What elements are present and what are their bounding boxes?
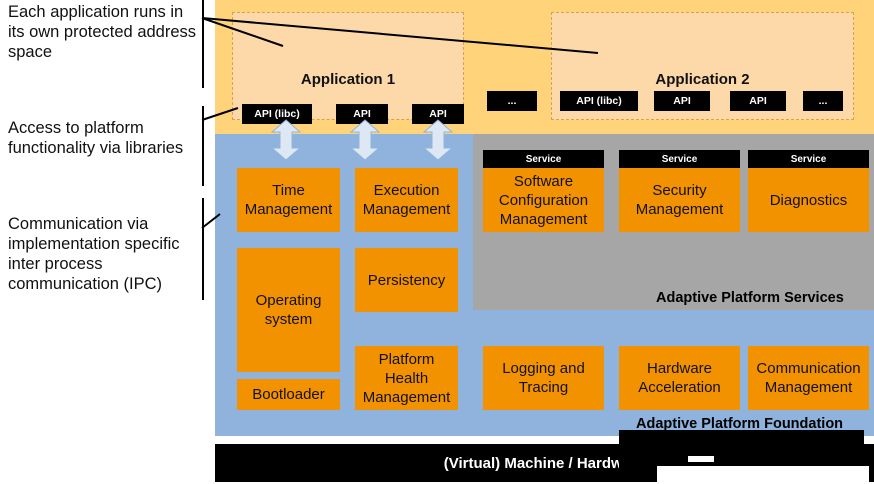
- app2-api-2: API: [654, 91, 710, 111]
- app2-api-libc: API (libc): [560, 91, 638, 111]
- app2-api-more: ...: [803, 91, 843, 111]
- application-1-title: Application 1: [300, 71, 396, 88]
- app1-api-3: API: [412, 104, 464, 124]
- annotation-libraries: Access to platform functionality via lib…: [8, 119, 184, 157]
- application-1-box: Application 1 API (libc) API API: [232, 12, 464, 124]
- module-bootloader: Bootloader: [237, 379, 340, 410]
- module-persistency: Persistency: [355, 248, 458, 312]
- service-software-configuration-management: Software Configuration Management: [483, 168, 604, 232]
- foundation-layer-label: Adaptive Platform Foundation: [636, 416, 844, 432]
- ipc-arrow-3-icon: [422, 119, 454, 161]
- services-layer-label: Adaptive Platform Services: [656, 290, 844, 306]
- overlay-black-block: [619, 430, 864, 468]
- module-platform-health-management: Platform Health Management: [355, 346, 458, 410]
- module-hardware-acceleration: Hardware Acceleration: [619, 346, 740, 410]
- ipc-arrow-2-icon: [349, 119, 381, 161]
- app1-api-2: API: [336, 104, 388, 124]
- hardware-label: (Virtual) Machine / Hardware: [443, 454, 646, 472]
- ipc-arrow-1-icon: [270, 119, 302, 161]
- module-time-management: Time Management: [237, 168, 340, 232]
- module-logging-and-tracing: Logging and Tracing: [483, 346, 604, 410]
- app2-api-3: API: [730, 91, 786, 111]
- service-tag-2: Service: [619, 150, 740, 168]
- annotation-address-space: Each application runs in its own protect…: [8, 3, 197, 61]
- bracket-ipc: [202, 198, 204, 300]
- bracket-address-space: [202, 0, 204, 88]
- bracket-libraries: [202, 106, 204, 186]
- module-communication-management: Communication Management: [748, 346, 869, 410]
- service-tag-1: Service: [483, 150, 604, 168]
- module-operating-system: Operating system: [237, 248, 340, 372]
- service-security-management: Security Management: [619, 168, 740, 232]
- overlay-white-block: [657, 466, 869, 484]
- overlay-white-dash: [688, 456, 714, 462]
- service-tag-3: Service: [748, 150, 869, 168]
- app1-api-more: ...: [487, 91, 537, 111]
- annotation-ipc: Communication via implementation specifi…: [8, 215, 180, 293]
- service-diagnostics: Diagnostics: [748, 168, 869, 232]
- module-execution-management: Execution Management: [355, 168, 458, 232]
- application-2-title: Application 2: [655, 71, 750, 88]
- app1-api-libc: API (libc): [242, 104, 312, 124]
